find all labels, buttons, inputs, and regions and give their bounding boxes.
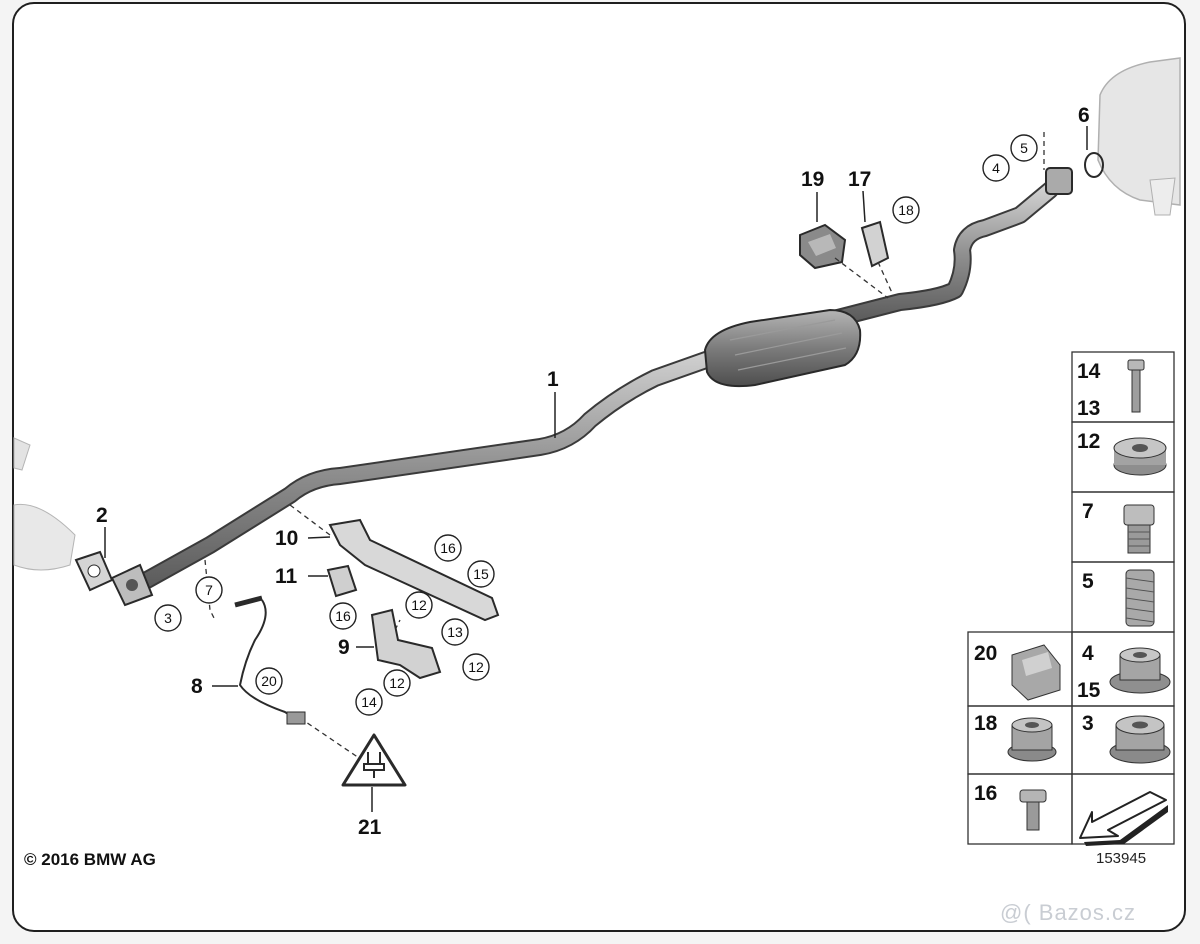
legend-label-7: 7	[1082, 500, 1094, 523]
callout-10: 10	[275, 527, 298, 550]
callout-8: 8	[191, 675, 203, 698]
callout-18: 18	[898, 202, 914, 218]
callout-12b: 12	[468, 659, 484, 675]
flange-nut-icon-4	[1109, 647, 1171, 694]
callout-5: 5	[1020, 140, 1028, 156]
direction-arrow-icon	[1079, 791, 1168, 846]
gasket-part-2	[74, 550, 114, 592]
legend-label-18: 18	[974, 712, 998, 735]
copyright-text: © 2016 BMW AG	[24, 850, 156, 869]
callout-3: 3	[164, 610, 172, 626]
pipe-assembly	[110, 152, 1104, 607]
bracket-part-9	[370, 608, 442, 680]
callout-11: 11	[275, 565, 298, 588]
oxygen-sensor-part-8	[234, 595, 306, 725]
callout-13: 13	[447, 624, 463, 640]
legend-label-15: 15	[1077, 679, 1101, 702]
callout-12c: 12	[389, 675, 405, 691]
nut-icon-18	[1007, 717, 1057, 762]
watermark: @( Bazos.cz	[1000, 900, 1137, 925]
callout-2: 2	[96, 504, 108, 527]
parts-legend: 14 13 12 7 5 20 4 15 18 3 16	[967, 351, 1175, 846]
legend-label-3: 3	[1082, 712, 1094, 735]
legend-label-20: 20	[974, 642, 997, 665]
leader-lines	[104, 126, 1088, 812]
washer-icon-12	[1113, 437, 1167, 476]
bolt-icon-14	[1127, 359, 1145, 413]
legend-label-14: 14	[1077, 360, 1101, 383]
callout-4: 4	[992, 160, 1000, 176]
legend-label-13: 13	[1077, 397, 1100, 420]
clip-icon-20	[1011, 644, 1061, 701]
callout-15: 15	[473, 566, 489, 582]
legend-label-16: 16	[974, 782, 997, 805]
legend-label-12: 12	[1077, 430, 1100, 453]
callout-20: 20	[261, 673, 277, 689]
catalytic-converter	[13, 437, 76, 571]
diagram-number: 153945	[1096, 850, 1147, 867]
callout-7: 7	[205, 582, 213, 598]
callout-16b: 16	[335, 608, 351, 624]
legend-label-5: 5	[1082, 570, 1094, 593]
rear-silencer	[1097, 57, 1181, 216]
circled-callouts	[154, 134, 1038, 716]
callout-19: 19	[801, 168, 824, 191]
spring-icon-5	[1125, 569, 1155, 627]
plug-icon-7	[1123, 504, 1155, 554]
hanger-rubber-part-19	[799, 223, 847, 270]
hex-nut-icon-3	[1109, 715, 1171, 764]
callout-21: 21	[358, 816, 382, 839]
bracket-part-11	[326, 564, 358, 598]
electrical-warning-icon	[341, 733, 407, 787]
callout-12a: 12	[411, 597, 427, 613]
bolt-icon-16	[1019, 789, 1047, 831]
bracket-part-17	[860, 220, 890, 268]
callout-16a: 16	[440, 540, 456, 556]
callout-6: 6	[1078, 104, 1090, 127]
callout-14: 14	[361, 694, 377, 710]
legend-label-4: 4	[1082, 642, 1094, 665]
bracket-part-10	[328, 518, 500, 622]
dashed-lines	[204, 132, 1045, 761]
callout-17: 17	[848, 168, 871, 191]
callout-1: 1	[547, 368, 559, 391]
callout-9: 9	[338, 636, 350, 659]
callout-labels: 1 2 6 19 17 10 11 9 8 21	[96, 104, 1090, 839]
circled-callout-labels: 3 7 4 5 18 16 15 16 12 13 12 12 14 20	[164, 140, 1028, 710]
